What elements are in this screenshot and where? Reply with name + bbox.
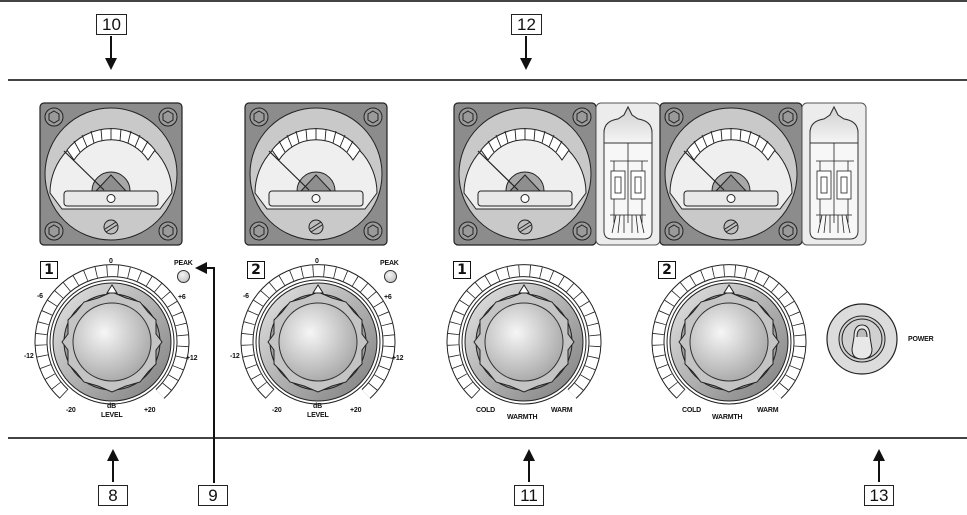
callout-12-arrow-icon (520, 58, 532, 70)
level-2-scale-minus12: -12 (230, 353, 240, 360)
peak-led-1 (177, 270, 190, 283)
callout-13-arrow-icon (873, 449, 885, 461)
peak-2-label: PEAK (380, 260, 399, 267)
callout-10-arrow-line (110, 36, 112, 60)
level-1-scale-minus20: -20 (66, 407, 76, 414)
warmth-1-warm-label: WARM (551, 407, 573, 414)
callout-8: 8 (98, 485, 128, 506)
level-2-scale-plus12: +12 (392, 355, 404, 362)
peak-led-2 (384, 270, 397, 283)
warmth-knob-2[interactable] (649, 262, 809, 422)
warmth-2-label: WARMTH (712, 414, 743, 421)
callout-8-arrow-icon (107, 449, 119, 461)
level-2-unit: dB (313, 403, 322, 410)
level-1-label: LEVEL (101, 412, 123, 419)
callout-11-arrow-icon (523, 449, 535, 461)
channel-1-badge: 1 (40, 261, 58, 279)
callout-9-arrow-hline (205, 267, 214, 269)
level-knob-1[interactable] (32, 262, 192, 422)
level-2-scale-plus20: +20 (350, 407, 362, 414)
level-2-scale-minus20: -20 (272, 407, 282, 414)
level-1-scale-plus6: +6 (178, 294, 186, 301)
level-1-scale-minus12: -12 (24, 353, 34, 360)
warmth-1-cold-label: COLD (476, 407, 496, 414)
callout-10: 10 (96, 14, 127, 35)
power-toggle-switch[interactable] (826, 301, 906, 381)
callout-12: 12 (511, 14, 542, 35)
callout-9: 9 (198, 485, 228, 506)
vacuum-tube-2 (801, 102, 867, 246)
warmth-2-cold-label: COLD (682, 407, 702, 414)
level-1-scale-plus20: +20 (144, 407, 156, 414)
panel-top-line (8, 79, 967, 81)
level-knob-2[interactable] (238, 262, 398, 422)
callout-11: 11 (514, 485, 544, 506)
vu-meter-2 (244, 102, 388, 246)
level-2-scale-plus6: +6 (384, 294, 392, 301)
level-1-unit: dB (107, 403, 116, 410)
level-2-label: LEVEL (307, 412, 329, 419)
level-2-scale-0: 0 (315, 258, 319, 265)
callout-9-arrow-line (213, 267, 215, 483)
panel-bottom-line (8, 437, 967, 439)
vu-meter-3 (453, 102, 597, 246)
callout-13: 13 (864, 485, 894, 506)
callout-12-arrow-line (525, 36, 527, 60)
peak-1-label: PEAK (174, 260, 193, 267)
vacuum-tube-1 (595, 102, 661, 246)
callout-11-arrow-line (528, 460, 530, 482)
warmth-1-label: WARMTH (507, 414, 538, 421)
level-1-scale-plus12: +12 (186, 355, 198, 362)
power-label: POWER (908, 336, 934, 343)
callout-10-arrow-icon (105, 58, 117, 70)
warmth-knob-1[interactable] (444, 262, 604, 422)
warmth-2-warm-label: WARM (757, 407, 779, 414)
vu-meter-4 (659, 102, 803, 246)
level-1-scale-minus6: -6 (37, 293, 43, 300)
callout-9-arrow-icon (195, 262, 207, 274)
warmth-channel-1-badge: 1 (453, 261, 471, 279)
top-border-line (0, 0, 967, 2)
vu-meter-1 (39, 102, 183, 246)
level-2-scale-minus6: -6 (243, 293, 249, 300)
level-1-scale-0: 0 (109, 258, 113, 265)
channel-2-badge: 2 (247, 261, 265, 279)
callout-13-arrow-line (878, 460, 880, 482)
warmth-channel-2-badge: 2 (658, 261, 676, 279)
callout-8-arrow-line (112, 460, 114, 482)
